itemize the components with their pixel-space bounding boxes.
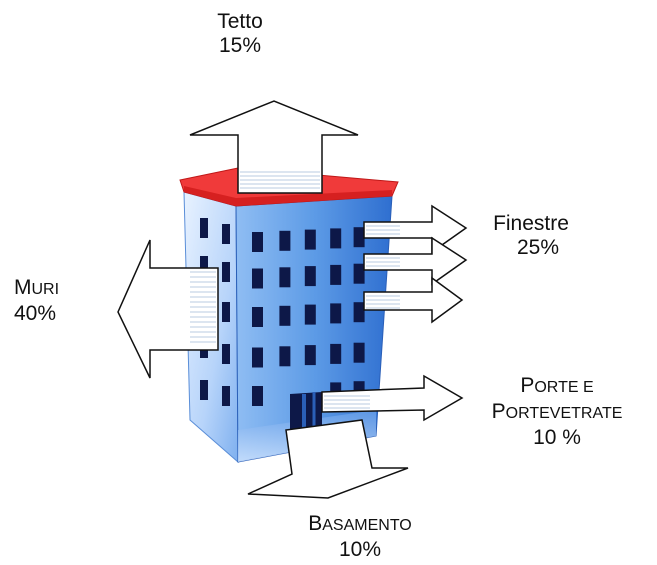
window-heat-arrow-1 <box>363 204 468 254</box>
window <box>304 229 316 250</box>
window <box>252 232 263 252</box>
wall-heat-arrow <box>117 239 219 379</box>
window <box>330 303 342 324</box>
basement-heat-arrow <box>247 419 409 499</box>
window-heat-arrow-2 <box>363 236 468 286</box>
window <box>222 386 230 406</box>
window <box>304 266 316 287</box>
window <box>304 345 316 366</box>
window-heat-arrow-3 <box>363 276 464 324</box>
window <box>252 347 263 368</box>
finestre-label: Finestre 25% <box>476 212 586 260</box>
porte-line2: PORTEVETRATE <box>491 400 623 423</box>
window <box>279 267 291 288</box>
window <box>330 343 342 364</box>
window <box>304 304 316 325</box>
muri-name: MURI <box>14 276 60 299</box>
finestre-name: Finestre <box>493 212 569 235</box>
window <box>252 268 263 289</box>
window <box>222 344 230 364</box>
window <box>353 227 365 248</box>
window <box>279 230 291 251</box>
door-heat-arrow <box>321 374 464 422</box>
window <box>222 224 230 244</box>
tetto-label: Tetto 15% <box>200 10 280 58</box>
basamento-label: BASAMENTO 10% <box>280 512 440 562</box>
basamento-value: 10% <box>338 538 382 561</box>
muri-value: 40% <box>14 302 57 325</box>
window <box>353 342 365 363</box>
finestre-value: 25% <box>516 236 560 259</box>
porte-value: 10 % <box>533 426 581 449</box>
window <box>353 263 365 284</box>
window <box>252 386 263 406</box>
window <box>279 346 291 367</box>
window <box>222 302 230 322</box>
muri-label: MURI 40% <box>14 276 59 326</box>
window <box>353 302 365 323</box>
window <box>200 380 208 400</box>
porte-line1: PORTE E <box>520 374 594 397</box>
window <box>330 264 342 285</box>
porte-label: PORTE E PORTEVETRATE 10 % <box>472 374 642 450</box>
window <box>200 256 208 276</box>
roof-heat-arrow <box>189 100 359 194</box>
window <box>252 307 263 327</box>
window <box>222 262 230 282</box>
tetto-name: Tetto <box>217 10 263 33</box>
window <box>279 305 291 326</box>
window <box>200 218 208 238</box>
window <box>330 228 342 249</box>
tetto-value: 15% <box>218 34 262 57</box>
basamento-name: BASAMENTO <box>308 512 412 535</box>
